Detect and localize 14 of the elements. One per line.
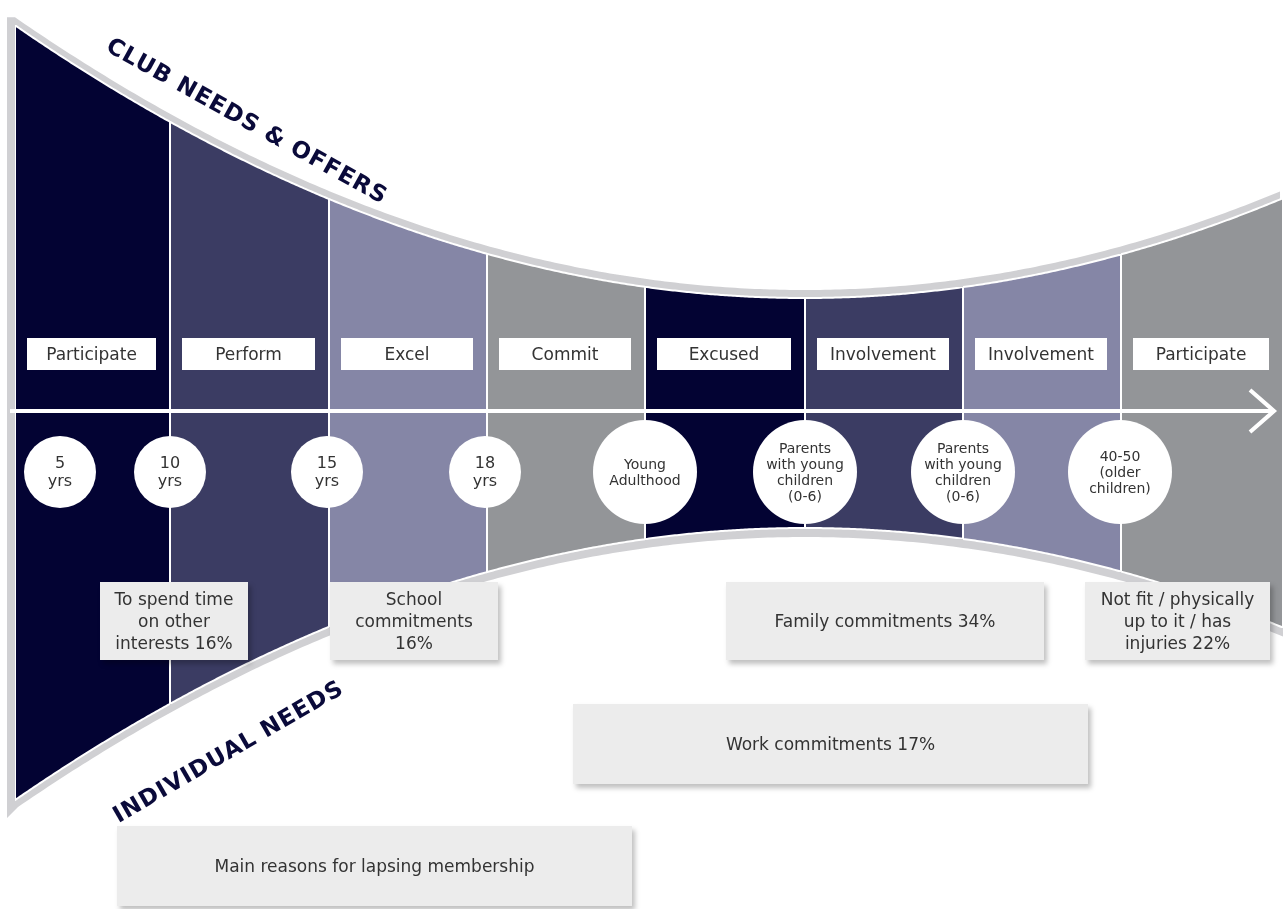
stage-label: Perform	[182, 338, 315, 370]
reason-box: Main reasons for lapsing membership	[117, 826, 632, 906]
reason-box: Not fit / physically up to it / has injuries 22%	[1085, 582, 1270, 660]
reason-box: To spend time on other interests 16%	[100, 582, 248, 660]
reason-box: School commitments 16%	[330, 582, 498, 660]
stage-label: Involvement	[817, 338, 949, 370]
reason-box: Family commitments 34%	[726, 582, 1044, 660]
reason-box: Work commitments 17%	[573, 704, 1088, 784]
stage-label: Commit	[499, 338, 631, 370]
stage-label: Involvement	[975, 338, 1107, 370]
stage-label: Excel	[341, 338, 473, 370]
stage-label: Excused	[657, 338, 791, 370]
stage-label: Participate	[27, 338, 156, 370]
stage-label: Participate	[1133, 338, 1269, 370]
